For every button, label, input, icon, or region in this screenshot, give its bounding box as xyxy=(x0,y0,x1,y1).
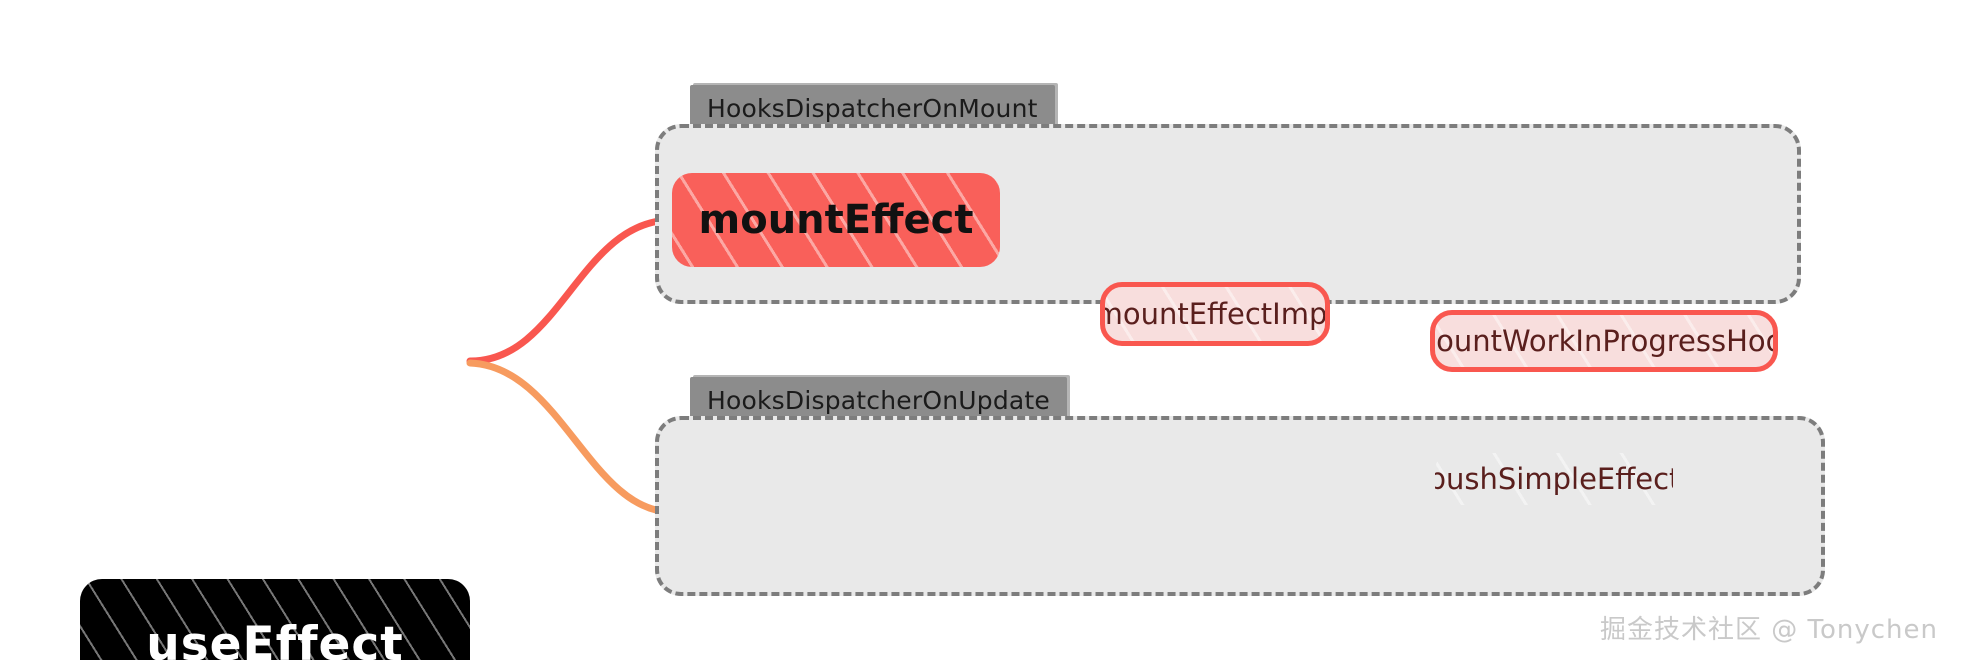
node-mount-work-in-progress-hook[interactable]: mountWorkInProgressHook xyxy=(1430,310,1778,372)
group-box-update xyxy=(655,416,1825,596)
node-mount-push-simple-effect-label: pushSimpleEffect xyxy=(1430,462,1678,496)
node-mount-effect[interactable]: mountEffect xyxy=(672,173,1000,267)
node-use-effect-root-label: useEffect xyxy=(146,616,404,660)
node-mount-effect-label: mountEffect xyxy=(698,197,974,243)
watermark: 掘金技术社区 @ Tonychen xyxy=(1599,615,1938,645)
node-mount-work-in-progress-hook-label: mountWorkInProgressHook xyxy=(1435,324,1773,358)
node-mount-effect-impl-label: mountEffectImpl xyxy=(1100,297,1330,331)
group-tab-mount-label: HooksDispatcherOnMount xyxy=(707,94,1038,123)
node-use-effect-root[interactable]: useEffect xyxy=(80,579,470,660)
edge-root-to-mount-effect xyxy=(466,216,676,365)
edge-root-to-update-effect xyxy=(466,359,676,516)
node-mount-effect-impl[interactable]: mountEffectImpl xyxy=(1100,282,1330,346)
group-tab-update-label: HooksDispatcherOnUpdate xyxy=(707,386,1051,415)
